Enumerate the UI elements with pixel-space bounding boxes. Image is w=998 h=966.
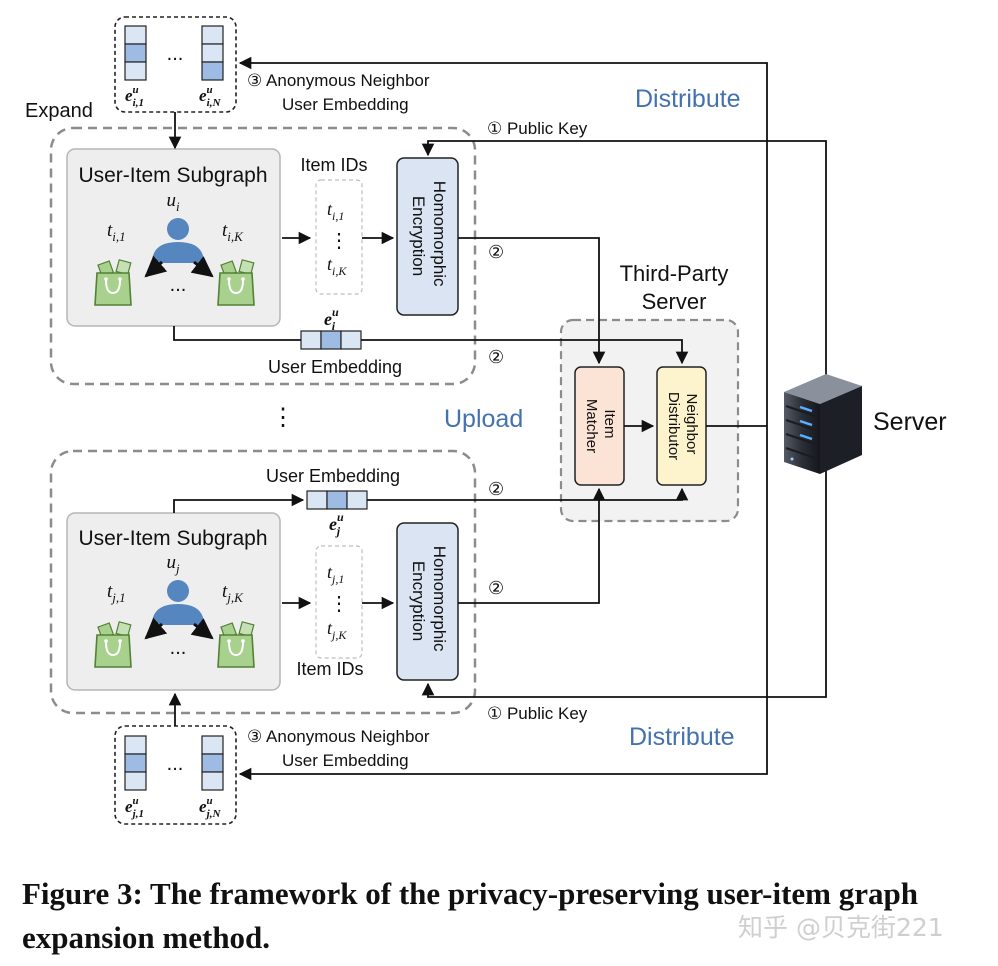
third-party-title-line2: Server — [642, 289, 707, 314]
public-key-bottom-label: ① Public Key — [487, 704, 588, 723]
top-homomorphic-encryption — [396, 157, 459, 316]
top-item-ids-box — [315, 179, 363, 295]
bottom-item-id-first: tj,1 — [327, 562, 344, 586]
expand-label: Expand — [25, 100, 93, 122]
server-icon — [784, 374, 862, 474]
top-item-ids-title: Item IDs — [300, 155, 367, 175]
third-party-server: Third-Party Server Item Matcher Neighbor… — [559, 261, 740, 523]
bottom-embedding-label: User Embedding — [266, 466, 400, 486]
top-item-ellipsis: ... — [170, 274, 187, 296]
top-item-id-vdots: ⋮ — [329, 230, 349, 252]
step2-label-1: ② — [488, 242, 504, 262]
top-neighbor-first-vector — [124, 25, 147, 81]
bottom-subgraph-title: User-Item Subgraph — [78, 527, 267, 550]
upload-label: Upload — [444, 405, 523, 433]
figure-caption: Figure 3: The framework of the privacy-p… — [22, 876, 918, 955]
neighbor-distributor-label: Neighbor Distributor — [665, 392, 700, 460]
bottom-encryption-label: Homomorphic Encryption — [409, 546, 449, 657]
bottom-item-left-symbol: tj,1 — [107, 581, 126, 605]
bottom-user-embedding-vector — [306, 490, 368, 510]
top-neighbor-last-vector — [201, 25, 224, 81]
public-key-top-label: ① Public Key — [487, 119, 588, 138]
bottom-item-right-symbol: tj,K — [222, 581, 244, 605]
top-neighbor-ellipsis: ... — [167, 43, 184, 65]
bottom-item-ids-title: Item IDs — [296, 659, 363, 679]
top-client: User-Item Subgraph ui ti,1 ti,K ... Item… — [49, 126, 477, 386]
framework-diagram: User-Item Subgraph ui ti,1 ti,K ... Item… — [25, 16, 947, 825]
bottom-item-ids-box — [315, 545, 363, 659]
top-encryption-label: Homomorphic Encryption — [409, 181, 449, 292]
third-party-title-line1: Third-Party — [620, 261, 729, 286]
step2-label-4: ② — [488, 578, 504, 598]
top-item-id-first: ti,1 — [327, 199, 344, 223]
item-matcher-label: Item Matcher — [583, 399, 618, 453]
bottom-neighbor-last-vector — [201, 735, 224, 791]
bottom-item-ellipsis: ... — [170, 637, 187, 659]
bottom-neighbor-first-vector — [124, 735, 147, 791]
bottom-encryption-line1: Homomorphic — [430, 546, 449, 652]
bottom-anonymous-label-line2: User Embedding — [282, 751, 409, 770]
top-item-left-symbol: ti,1 — [107, 220, 126, 244]
distribute-top-label: Distribute — [635, 85, 741, 113]
bottom-anonymous-label-line1: ③ Anonymous Neighbor — [247, 727, 430, 746]
bottom-encryption-line2: Encryption — [409, 561, 428, 641]
top-encryption-line1: Homomorphic — [430, 181, 449, 287]
neighbor-distributor-line2: Distributor — [665, 392, 682, 460]
bottom-client: User-Item Subgraph uj tj,1 tj,K ... tj,1… — [49, 449, 477, 715]
distribute-bottom-label: Distribute — [629, 723, 735, 751]
step2-label-2: ② — [488, 347, 504, 367]
top-subgraph-title: User-Item Subgraph — [78, 164, 267, 187]
top-user-symbol: ui — [166, 190, 180, 214]
item-matcher-line1: Item — [601, 409, 618, 438]
watermark: 知乎 @贝克街221 — [738, 913, 944, 942]
top-item-id-last: ti,K — [327, 254, 347, 278]
bottom-homomorphic-encryption — [396, 522, 459, 681]
top-encryption-line2: Encryption — [409, 196, 428, 276]
top-anonymous-label-line2: User Embedding — [282, 95, 409, 114]
top-user-embedding-vector — [300, 330, 362, 350]
bottom-user-symbol: uj — [166, 552, 180, 576]
server-label: Server — [873, 408, 947, 436]
clients-vertical-ellipsis: ⋮ — [271, 404, 295, 431]
bottom-client-frame — [49, 449, 477, 715]
bottom-item-id-last: tj,K — [327, 618, 347, 642]
neighbor-distributor-line1: Neighbor — [683, 393, 700, 454]
bottom-item-id-vdots: ⋮ — [329, 593, 349, 615]
bottom-neighbor-ellipsis: ... — [167, 753, 184, 775]
item-matcher-line2: Matcher — [583, 399, 600, 453]
top-anonymous-label-line1: ③ Anonymous Neighbor — [247, 71, 430, 90]
top-item-right-symbol: ti,K — [222, 220, 244, 244]
top-embedding-label: User Embedding — [268, 357, 402, 377]
step2-label-3: ② — [488, 479, 504, 499]
